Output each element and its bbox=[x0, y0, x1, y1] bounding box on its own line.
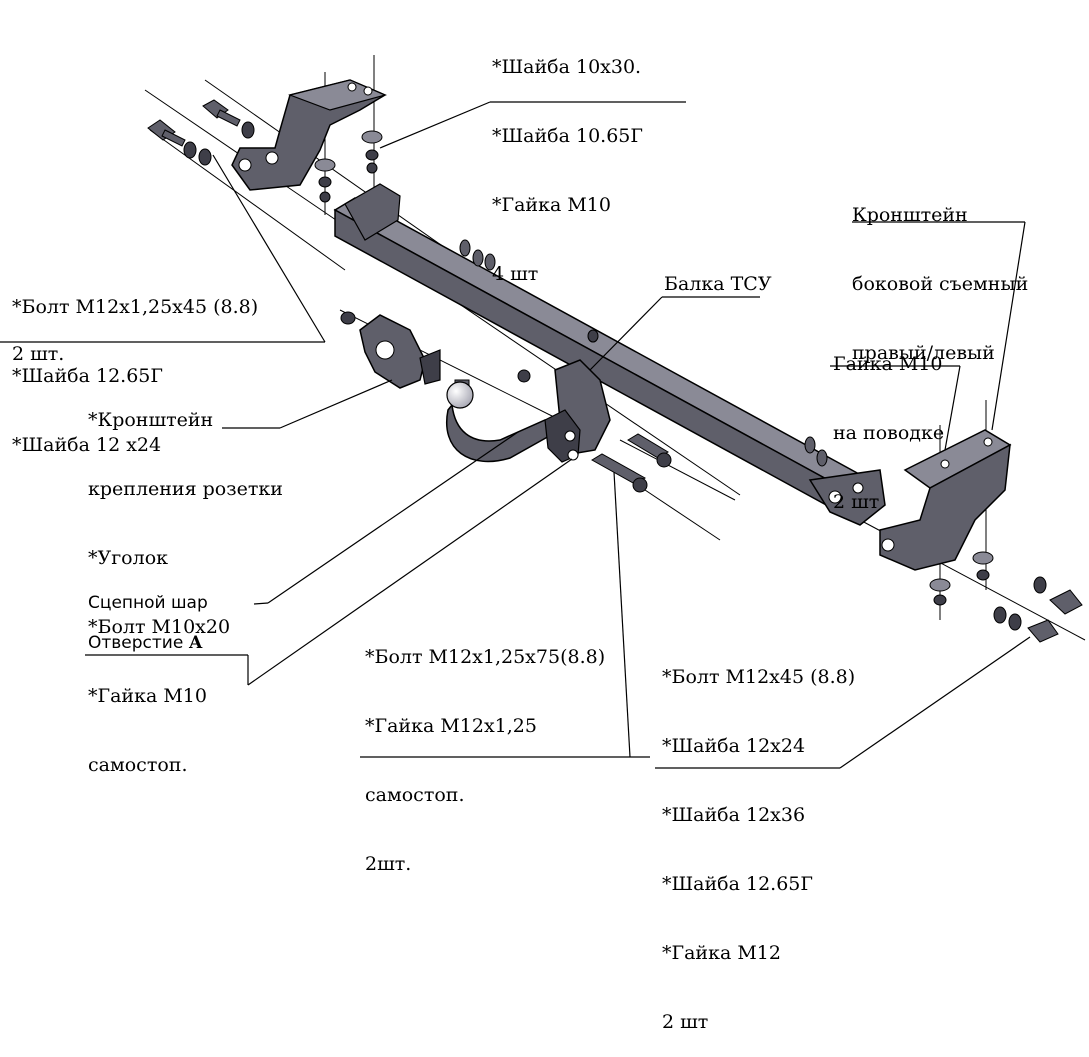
label-line: *Гайка М12x1,25 bbox=[365, 715, 537, 737]
label-line: *Болт М12x1,25x45 (8.8) bbox=[12, 296, 259, 318]
hitch-ball-assembly bbox=[445, 359, 611, 463]
label-line: 2 шт bbox=[833, 491, 880, 513]
label-line: *Шайба 12 x24 bbox=[12, 434, 162, 456]
right-side-bracket bbox=[879, 429, 1012, 571]
label-line: 2 шт bbox=[662, 1011, 709, 1033]
label-line: *Шайба 12.65Г bbox=[12, 365, 163, 387]
socket-bracket bbox=[359, 314, 441, 389]
label-bolt-75: *Болт М12x1,25x75(8.8) *Гайка М12x1,25 с… bbox=[365, 600, 605, 899]
label-line: *Болт М12x1,25x75(8.8) bbox=[365, 646, 606, 668]
label-line: *Кронштейн bbox=[88, 409, 214, 431]
lower-right-fasteners bbox=[929, 551, 1083, 643]
label-line: *Шайба 12x24 bbox=[662, 735, 806, 757]
label-bolt-45: *Болт М12x45 (8.8) *Шайба 12x24 *Шайба 1… bbox=[662, 620, 855, 1057]
label-line: самостоп. bbox=[365, 784, 465, 806]
label-line: *Болт М12x45 (8.8) bbox=[662, 666, 856, 688]
label-line: *Болт М10x20 bbox=[88, 616, 231, 638]
label-hole: Отверстие А bbox=[88, 632, 203, 655]
label-line: *Шайба 12.65Г bbox=[662, 873, 813, 895]
label-line: *Шайба 10.65Г bbox=[492, 125, 643, 147]
label-line: правый/левый bbox=[852, 342, 995, 364]
label-washers-top: *Шайба 10x30. *Шайба 10.65Г *Гайка М10 4… bbox=[492, 10, 643, 309]
label-line: боковой съемный bbox=[852, 273, 1029, 295]
label-line: *Гайка М12 bbox=[662, 942, 781, 964]
label-line: самостоп. bbox=[88, 754, 188, 776]
label-line: 2шт. bbox=[365, 853, 412, 875]
label-side-bracket: Кронштейн боковой съемный правый/левый bbox=[852, 158, 1028, 388]
label-ball: Сцепной шар bbox=[88, 593, 208, 613]
label-bolts-left-qty: 2 шт. bbox=[12, 343, 65, 365]
left-side-bracket bbox=[231, 79, 387, 191]
label-hole-letter: А bbox=[188, 633, 203, 653]
towbar-beam bbox=[333, 183, 886, 526]
lower-bolts bbox=[591, 433, 672, 493]
label-bolts-left: *Болт М12x1,25x45 (8.8) *Шайба 12.65Г *Ш… bbox=[12, 250, 258, 480]
label-beam: Балка ТСУ bbox=[664, 273, 772, 295]
label-line: *Шайба 12x36 bbox=[662, 804, 806, 826]
upper-left-fasteners bbox=[147, 99, 828, 467]
label-line: *Шайба 10x30. bbox=[492, 56, 642, 78]
label-line: Кронштейн bbox=[852, 204, 968, 226]
label-line: *Гайка М10 bbox=[492, 194, 611, 216]
label-line: *Гайка М10 bbox=[88, 685, 207, 707]
leader-lines bbox=[0, 101, 1031, 769]
label-nut-leash: Гайка М10 на поводке 2 шт bbox=[833, 307, 944, 537]
label-socket-bracket: *Кронштейн крепления розетки *Уголок *Бо… bbox=[88, 363, 283, 800]
label-line: крепления розетки bbox=[88, 478, 283, 500]
towbar-exploded-diagram bbox=[0, 55, 1086, 769]
label-line: *Уголок bbox=[88, 547, 169, 569]
label-line: 4 шт bbox=[492, 263, 539, 285]
label-hole-text: Отверстие bbox=[88, 633, 189, 653]
label-line: на поводке bbox=[833, 422, 945, 444]
label-line: Гайка М10 bbox=[833, 353, 943, 375]
